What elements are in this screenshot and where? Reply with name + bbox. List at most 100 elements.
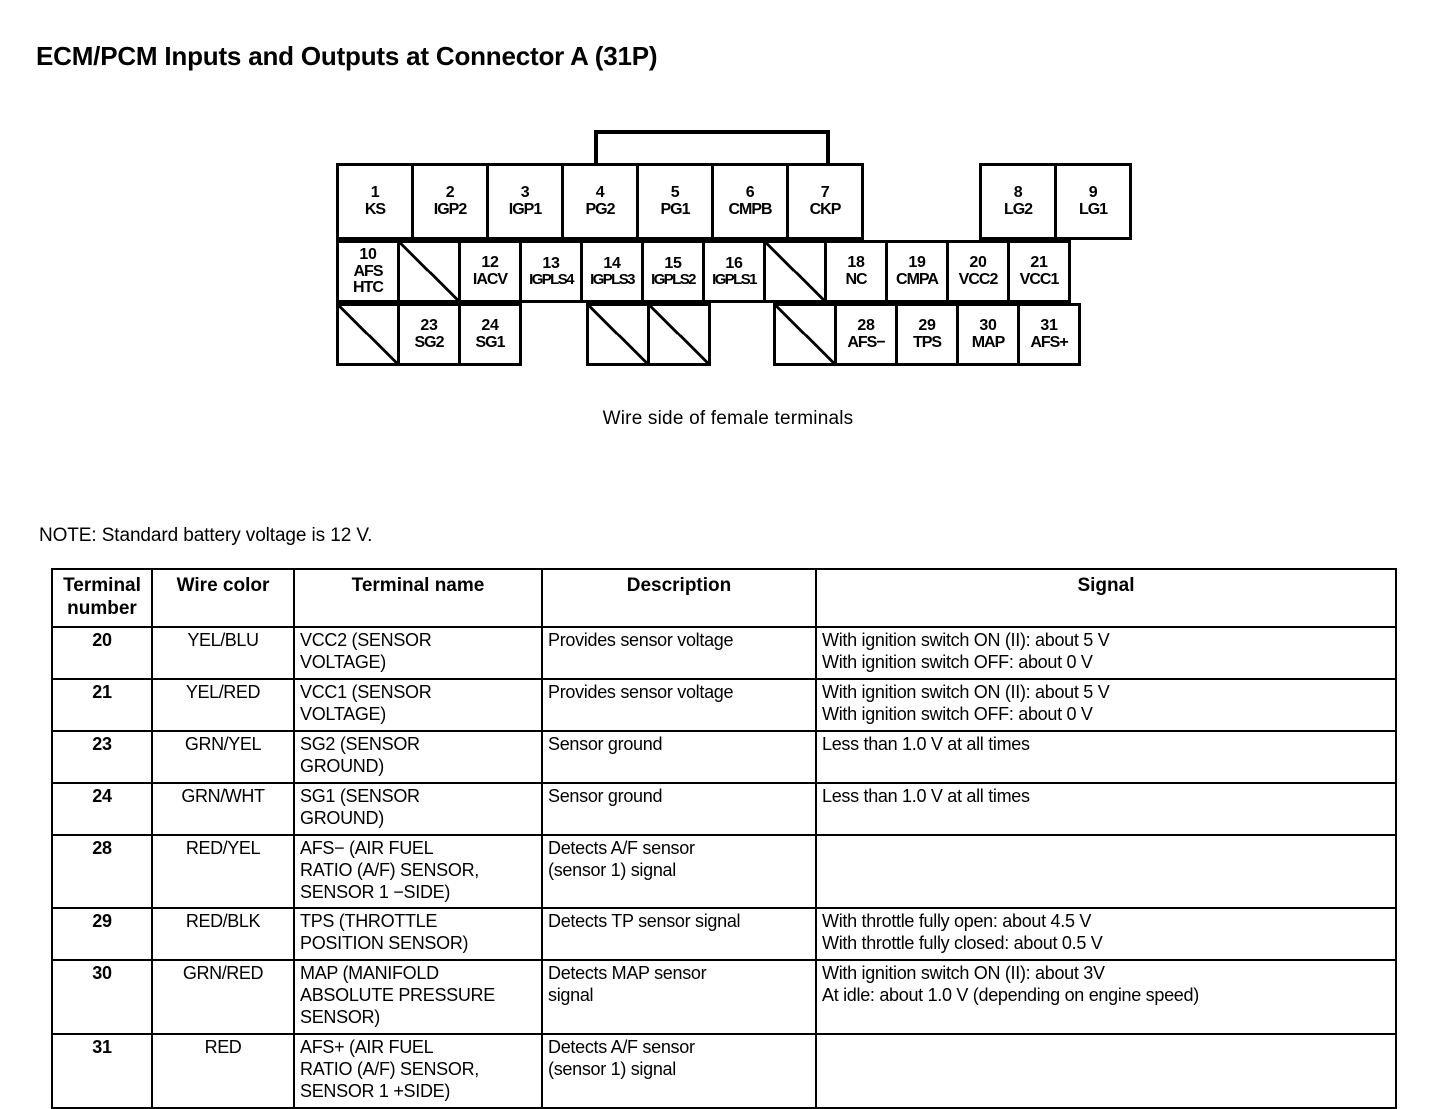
pin-label: AFS− bbox=[847, 333, 885, 351]
cell-terminal-number: 23 bbox=[51, 729, 153, 784]
pin-label: CMPB bbox=[728, 200, 772, 218]
cell-line: Sensor ground bbox=[548, 785, 663, 806]
pin-label: HTC bbox=[353, 278, 384, 296]
pin-number: 30 bbox=[979, 317, 997, 335]
cell-description: Detects A/F sensor(sensor 1) signal bbox=[541, 1033, 817, 1109]
pin-label: CMPA bbox=[896, 270, 939, 288]
cell-signal bbox=[815, 833, 1397, 910]
pin-number: 20 bbox=[969, 254, 987, 272]
cell-line: VOLTAGE) bbox=[300, 651, 386, 672]
header-terminal-name: Terminal name bbox=[293, 568, 543, 628]
cell-line: Less than 1.0 V at all times bbox=[822, 733, 1030, 754]
header-terminal-number: Terminal number bbox=[51, 568, 153, 628]
cell-line: GRN/RED bbox=[182, 963, 264, 984]
cell-line: GRN/YEL bbox=[184, 733, 262, 754]
cell-line: SG2 (SENSOR bbox=[300, 733, 420, 754]
pin-blank-11 bbox=[397, 240, 461, 303]
cell-line: 29 bbox=[92, 911, 112, 932]
pin-number: 31 bbox=[1040, 317, 1058, 335]
cell-line: Sensor ground bbox=[548, 733, 663, 754]
page-title: ECM/PCM Inputs and Outputs at Connector … bbox=[36, 41, 658, 72]
cell-line: AFS+ (AIR FUEL bbox=[300, 1037, 434, 1058]
cell-line: Provides sensor voltage bbox=[548, 630, 734, 650]
pin-number: 4 bbox=[595, 184, 605, 202]
cell-line: 21 bbox=[92, 681, 112, 702]
pin-number: 12 bbox=[481, 254, 499, 272]
pin-label: LG1 bbox=[1078, 200, 1108, 218]
cell-terminal-number: 20 bbox=[51, 626, 153, 680]
cell-line: RED/YEL bbox=[185, 837, 261, 858]
cell-line: RED/BLK bbox=[185, 911, 261, 932]
pin-label: IACV bbox=[472, 270, 508, 288]
pin-label: AFS+ bbox=[1030, 333, 1068, 351]
cell-wire-color: GRN/YEL bbox=[151, 729, 295, 784]
cell-line: RED bbox=[204, 1037, 242, 1058]
pin-blank-17 bbox=[763, 240, 827, 303]
cell-line: YEL/RED bbox=[185, 681, 261, 702]
pin-number: 23 bbox=[420, 317, 438, 335]
cell-wire-color: RED/BLK bbox=[151, 907, 295, 962]
pin-label: PG2 bbox=[585, 200, 615, 218]
cell-line: Detects MAP sensor bbox=[548, 963, 707, 984]
header-terminal-number-line2: number bbox=[67, 598, 137, 620]
pin-number: 9 bbox=[1088, 184, 1098, 202]
pin-blank-2-7 bbox=[773, 303, 837, 366]
pin-label: VCC2 bbox=[958, 270, 999, 288]
note-text: NOTE: Standard battery voltage is 12 V. bbox=[39, 525, 373, 546]
cell-line: 31 bbox=[92, 1037, 112, 1058]
cell-line: SENSOR) bbox=[300, 1007, 380, 1028]
cell-line: POSITION SENSOR) bbox=[300, 933, 469, 954]
cell-line: With ignition switch ON (II): about 5 V bbox=[822, 630, 1110, 650]
pin-number: 3 bbox=[520, 184, 530, 202]
pin-label: PG1 bbox=[660, 200, 690, 218]
cell-line: 30 bbox=[92, 963, 112, 984]
pin-label: LG2 bbox=[1003, 200, 1033, 218]
cell-line: With ignition switch ON (II): about 5 V bbox=[822, 681, 1110, 702]
pin-number: 10 bbox=[359, 246, 377, 264]
pin-label: VCC1 bbox=[1019, 270, 1060, 288]
cell-line: signal bbox=[548, 985, 594, 1006]
cell-line: RATIO (A/F) SENSOR, bbox=[300, 1059, 479, 1080]
connector-locking-tab bbox=[594, 130, 830, 166]
cell-line: VOLTAGE) bbox=[300, 703, 386, 724]
cell-line: GRN/WHT bbox=[181, 785, 265, 806]
cell-line: AFS− (AIR FUEL bbox=[300, 837, 434, 858]
pin-number: 19 bbox=[908, 254, 926, 272]
pin-spacer bbox=[864, 163, 982, 240]
cell-line: GROUND) bbox=[300, 755, 384, 776]
header-wire-color: Wire color bbox=[151, 568, 295, 628]
cell-terminal-number: 29 bbox=[51, 907, 153, 962]
cell-description: Provides sensor voltage bbox=[541, 626, 817, 680]
pin-spacer bbox=[522, 303, 586, 366]
pin-label: IGP2 bbox=[433, 200, 467, 218]
cell-wire-color: GRN/WHT bbox=[151, 781, 295, 836]
pin-label: IGPLS2 bbox=[651, 271, 696, 288]
cell-line: With ignition switch ON (II): about 3V bbox=[822, 963, 1105, 984]
